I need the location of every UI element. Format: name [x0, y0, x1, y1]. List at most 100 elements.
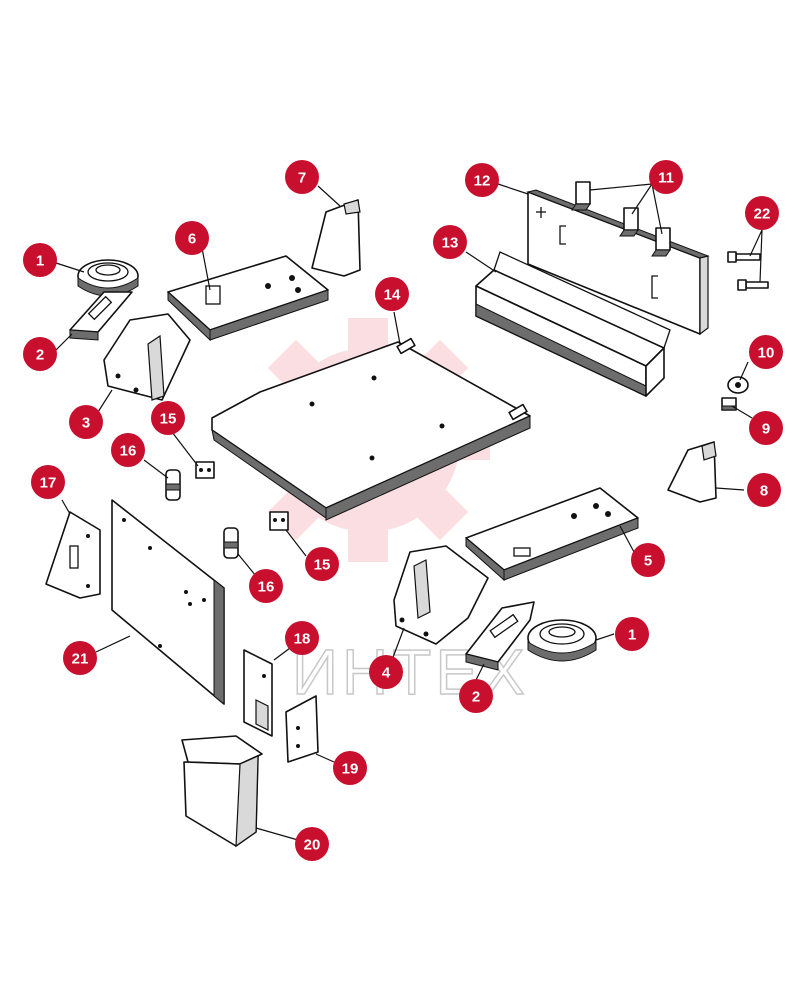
- part-7-bracket: [311, 199, 361, 277]
- part-15-plate-upper: [195, 461, 215, 479]
- callout-badge-6: 6: [175, 221, 209, 255]
- callout-circle: [285, 160, 319, 194]
- callout-circle: [747, 473, 781, 507]
- callout-label: 4: [382, 665, 391, 682]
- callout-badge-1: 1: [23, 243, 57, 277]
- callout-circle: [333, 751, 367, 785]
- part-5-rail: [465, 487, 639, 582]
- callout-badge-2: 2: [23, 337, 57, 371]
- callout-label: 18: [294, 631, 311, 648]
- callout-badge-3: 3: [69, 405, 103, 439]
- callout-badge-5: 5: [631, 543, 665, 577]
- callout-label: 20: [304, 837, 321, 854]
- callout-badge-20: 20: [295, 827, 329, 861]
- callout-circle: [295, 827, 329, 861]
- leader-lines: [55, 183, 763, 841]
- callout-circle: [749, 411, 783, 445]
- part-21-side-panel: [111, 499, 225, 706]
- callout-badge-21: 21: [63, 641, 97, 675]
- callout-badge-9: 9: [749, 411, 783, 445]
- callout-circle: [249, 569, 283, 603]
- callout-label: 6: [188, 231, 196, 248]
- callout-label: 1: [628, 627, 636, 644]
- callout-label: 7: [298, 170, 306, 187]
- callout-label: 11: [658, 170, 674, 187]
- callout-circle: [465, 163, 499, 197]
- callout-label: 12: [474, 173, 491, 190]
- part-20-cover: [181, 735, 263, 848]
- callout-circle: [175, 221, 209, 255]
- callout-label: 9: [762, 421, 770, 438]
- callout-label: 21: [72, 651, 89, 668]
- callout-badge-14: 14: [375, 277, 409, 311]
- callout-label: 13: [442, 235, 459, 252]
- callout-label: 10: [758, 345, 775, 362]
- callout-badge-12: 12: [465, 163, 499, 197]
- callout-label: 2: [36, 347, 44, 364]
- callout-badge-11: 11: [649, 160, 683, 194]
- callout-circle: [375, 277, 409, 311]
- callout-badge-8: 8: [747, 473, 781, 507]
- callout-label: 1: [36, 253, 44, 270]
- callout-label: 16: [258, 579, 275, 596]
- part-8-bracket: [667, 441, 717, 503]
- callout-badge-7: 7: [285, 160, 319, 194]
- callout-circle: [151, 401, 185, 435]
- callout-label: 22: [754, 206, 771, 223]
- callout-label: 14: [384, 287, 401, 304]
- callout-circle: [69, 405, 103, 439]
- part-11-brackets: [571, 181, 671, 257]
- callout-circle: [649, 160, 683, 194]
- part-22-bolts: [727, 251, 769, 291]
- callout-circle: [23, 337, 57, 371]
- callout-badge-16: 16: [249, 569, 283, 603]
- callout-label: 16: [120, 443, 137, 460]
- callout-label: 3: [82, 415, 90, 432]
- part-9-clip: [721, 397, 737, 411]
- callout-badge-19: 19: [333, 751, 367, 785]
- part-17-bracket: [45, 511, 101, 599]
- part-6-rail: [167, 255, 329, 342]
- callout-badge-13: 13: [433, 225, 467, 259]
- callout-circle: [631, 543, 665, 577]
- callout-label: 15: [160, 411, 177, 428]
- part-2-plate-left: [69, 291, 133, 341]
- part-4-housing: [393, 545, 489, 645]
- callout-badge-16: 16: [111, 433, 145, 467]
- callout-circle: [23, 243, 57, 277]
- part-2-plate-right: [465, 601, 535, 671]
- callout-badge-2: 2: [459, 679, 493, 713]
- callout-label: 2: [472, 689, 480, 706]
- callout-circle: [111, 433, 145, 467]
- part-15-plate-lower: [269, 511, 289, 531]
- callout-circle: [749, 335, 783, 369]
- callout-circle: [615, 617, 649, 651]
- part-3-housing: [103, 313, 191, 401]
- part-16-latch-upper: [165, 469, 181, 501]
- callout-circle: [433, 225, 467, 259]
- callout-badge-18: 18: [285, 621, 319, 655]
- callout-circle: [459, 679, 493, 713]
- callout-badge-17: 17: [31, 465, 65, 499]
- callout-badge-10: 10: [749, 335, 783, 369]
- callout-label: 8: [760, 483, 768, 500]
- callout-circle: [63, 641, 97, 675]
- part-1-mount-right: [527, 619, 597, 662]
- callout-circle: [369, 655, 403, 689]
- callout-label: 5: [644, 553, 652, 570]
- callout-badge-22: 22: [745, 196, 779, 230]
- callout-circle: [745, 196, 779, 230]
- part-10-nut: [727, 376, 749, 394]
- part-18-bracket: [243, 649, 273, 737]
- callout-circle: [31, 465, 65, 499]
- callout-label: 17: [40, 475, 57, 492]
- callout-badge-15: 15: [305, 547, 339, 581]
- callout-badge-1: 1: [615, 617, 649, 651]
- part-1-mount-left: [77, 259, 139, 297]
- part-19-plate: [285, 695, 319, 763]
- callout-label: 19: [342, 761, 359, 778]
- callout-circle: [305, 547, 339, 581]
- callout-label: 15: [314, 557, 331, 574]
